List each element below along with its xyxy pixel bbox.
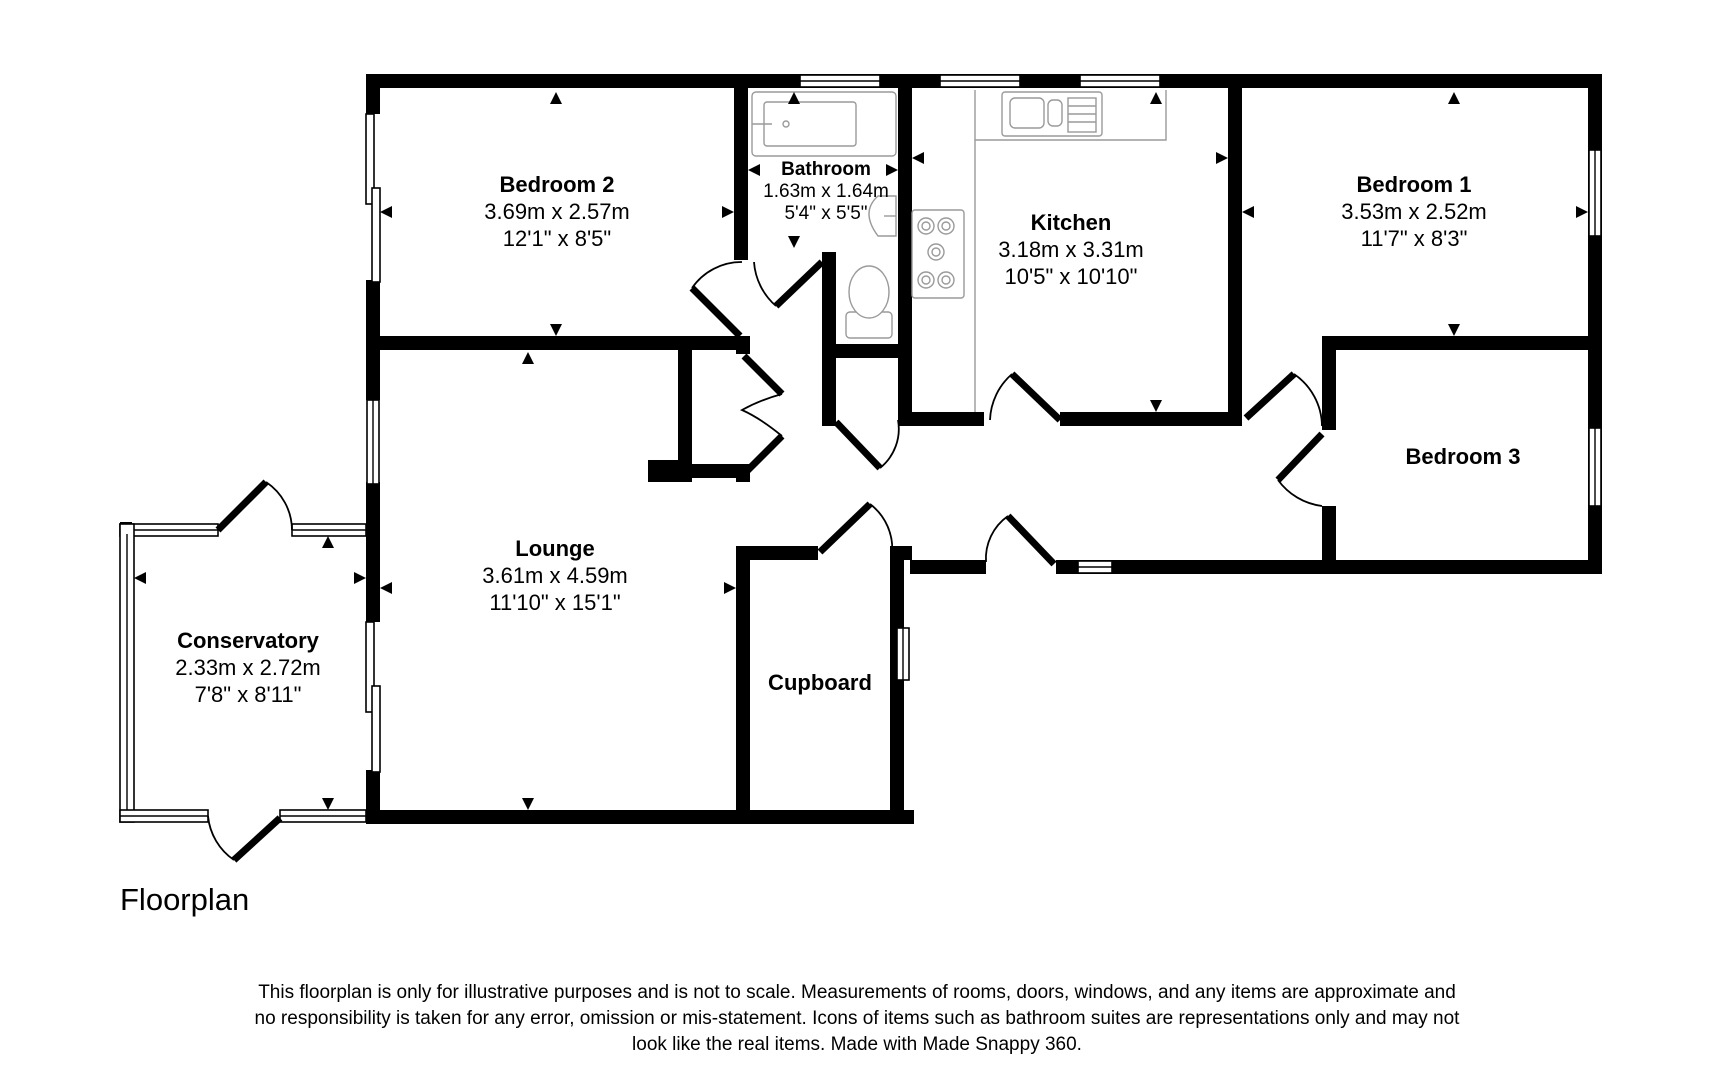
room-name: Bedroom 1 [1356,172,1472,197]
toilet-icon [845,265,893,339]
room-dimensions-imperial: 11'7" x 8'3" [1360,225,1468,251]
basin-icon [868,195,897,237]
windows [119,74,1602,823]
room-label-conservatory: Conservatory 2.33m x 2.72m 7'8" x 8'11" [175,628,321,708]
sink-icon [974,90,1167,412]
room-name: Bedroom 2 [499,172,615,197]
room-label-bedroom-2: Bedroom 2 3.69m x 2.57m 12'1" x 8'5" [484,172,630,252]
room-name: Lounge [515,536,595,561]
room-name: Cupboard [768,670,872,695]
room-label-bedroom-1: Bedroom 1 3.53m x 2.52m 11'7" x 8'3" [1341,172,1487,252]
room-dimensions-imperial: 11'10" x 15'1" [489,589,621,615]
room-dimensions-imperial: 7'8" x 8'11" [194,681,302,707]
floorplan-title: Floorplan [120,882,250,917]
room-name: Conservatory [177,628,319,653]
room-label-bedroom-3: Bedroom 3 [1406,444,1521,471]
room-dimensions-imperial: 10'5" x 10'10" [1004,263,1138,289]
doors [207,259,1325,863]
room-dimensions-metric: 3.69m x 2.57m [484,198,630,224]
walls [120,74,1602,824]
room-name: Bedroom 3 [1405,444,1521,469]
room-name: Kitchen [1030,210,1112,235]
bath-icon [751,91,897,157]
hob-icon [911,209,965,299]
room-name: Bathroom [781,159,871,180]
room-dimensions-imperial: 5'4" x 5'5" [784,203,868,225]
room-label-bathroom: Bathroom 1.63m x 1.64m 5'4" x 5'5" [763,158,889,225]
room-label-kitchen: Kitchen 3.18m x 3.31m 10'5" x 10'10" [998,210,1144,290]
room-dimensions-metric: 1.63m x 1.64m [763,181,889,203]
room-label-cupboard: Cupboard [768,670,872,697]
room-dimensions-metric: 3.53m x 2.52m [1341,198,1487,224]
room-dimensions-metric: 3.18m x 3.31m [998,236,1144,262]
room-dimensions-metric: 3.61m x 4.59m [482,562,628,588]
measurement-arrows [134,92,1588,810]
room-dimensions-imperial: 12'1" x 8'5" [502,225,612,251]
room-label-lounge: Lounge 3.61m x 4.59m 11'10" x 15'1" [482,536,628,616]
room-dimensions-metric: 2.33m x 2.72m [175,654,321,680]
disclaimer-text: This floorplan is only for illustrative … [254,982,1460,1055]
